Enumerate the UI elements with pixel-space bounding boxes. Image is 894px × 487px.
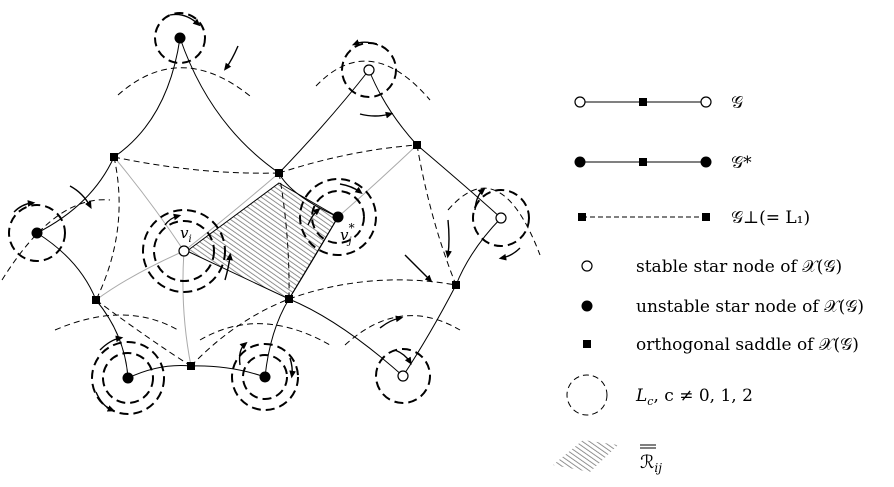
legend-label-stable-node: stable star node of 𝒳(𝒢): [636, 257, 842, 277]
unstable-node: [259, 371, 271, 383]
node-label-vj: vj*: [340, 221, 355, 247]
legend-label-level-curve: Lc, c ≠ 0, 1, 2: [635, 386, 753, 408]
g-star-edge: [36, 232, 97, 301]
g-star-edge: [36, 156, 115, 234]
g-star-edge: [127, 365, 192, 379]
level-c-sub: c: [647, 395, 653, 408]
g-star-edge: [288, 216, 339, 300]
level-curves: [8, 12, 530, 415]
saddle-marker: [285, 295, 293, 303]
g-edge: [288, 298, 404, 377]
legend-item-g-star: 𝒢*: [574, 153, 752, 173]
legend-label-g: 𝒢: [731, 93, 743, 113]
g-edge: [278, 69, 370, 174]
saddles: [92, 141, 460, 370]
region-r: ℛ: [640, 452, 654, 473]
stable-node: [178, 245, 190, 257]
vi-base: v: [180, 224, 189, 242]
g-star-edge: [278, 172, 339, 218]
legend-item-region: ℛij: [553, 440, 662, 475]
unstable-node: [122, 372, 134, 384]
g-star-edge: [113, 37, 181, 158]
legend-item-unstable-node: unstable star node of 𝒳(𝒢): [581, 297, 864, 317]
flow-arrows: [13, 13, 521, 412]
legend-item-g: 𝒢: [574, 93, 743, 113]
region-rij: [186, 182, 339, 300]
g-perp-edges: [95, 144, 457, 367]
unstable-node: [174, 32, 186, 44]
level-l: L: [635, 386, 647, 406]
saddle-marker: [110, 153, 118, 161]
graph-diagram: vi vj*: [1, 12, 541, 415]
g-star-edge: [95, 299, 129, 379]
legend-item-level-curve: Lc, c ≠ 0, 1, 2: [566, 374, 753, 416]
g-star-edge: [179, 37, 280, 174]
unstable-node: [31, 227, 43, 239]
stable-node: [363, 64, 375, 76]
legend-label-g-star: 𝒢*: [731, 153, 752, 173]
g-edge: [416, 144, 502, 219]
vj-base: v: [340, 226, 349, 244]
stable-node: [397, 370, 409, 382]
node-label-vi: vi: [180, 224, 192, 245]
g-edge: [368, 69, 418, 146]
unstable-nodes: [31, 32, 344, 384]
legend-item-saddle: orthogonal saddle of 𝒳(𝒢): [583, 335, 859, 355]
saddle-marker: [413, 141, 421, 149]
stable-nodes: [178, 64, 507, 382]
unstable-node: [332, 211, 344, 223]
g-star-edge: [264, 298, 290, 378]
saddle-marker: [187, 362, 195, 370]
vi-sub: i: [188, 234, 191, 245]
saddle-marker: [275, 169, 283, 177]
region-sub: ij: [654, 461, 662, 475]
saddle-marker: [92, 296, 100, 304]
g-edges-light: [95, 144, 418, 367]
legend-label-unstable-node: unstable star node of 𝒳(𝒢): [636, 297, 864, 317]
level-rest: , c ≠ 0, 1, 2: [653, 386, 752, 406]
legend-item-stable-node: stable star node of 𝒳(𝒢): [581, 257, 842, 277]
stable-node: [495, 212, 507, 224]
legend-label-region: ℛij: [640, 452, 662, 475]
legend-item-g-perp: 𝒢⊥(= L₁): [578, 208, 810, 228]
g-edges: [278, 69, 502, 377]
vj-sup: *: [349, 221, 355, 235]
g-star-edge: [190, 365, 266, 378]
legend: 𝒢 𝒢* 𝒢⊥(= L₁) stable star node of 𝒳(𝒢) u…: [553, 93, 864, 475]
legend-label-saddle: orthogonal saddle of 𝒳(𝒢): [636, 335, 859, 355]
saddle-marker: [452, 281, 460, 289]
g-edge: [455, 217, 502, 286]
legend-label-g-perp: 𝒢⊥(= L₁): [731, 208, 810, 228]
vj-sub: j: [346, 236, 351, 247]
g-edge: [402, 284, 457, 377]
